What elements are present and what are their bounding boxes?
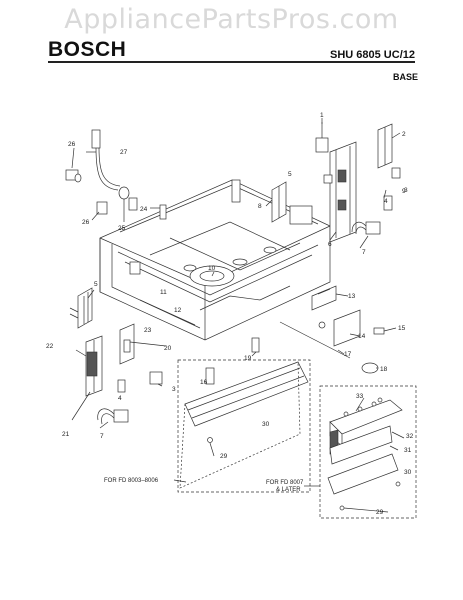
callout-15: 15: [398, 325, 406, 332]
kickplate-later: [327, 397, 403, 511]
callout-22: 22: [46, 343, 54, 350]
float-switch-left: [97, 379, 129, 425]
callout-14: 14: [358, 333, 366, 340]
callout-20: 20: [164, 345, 172, 352]
watermark: AppliancePartsPros.com: [64, 4, 399, 35]
kickplate-early: [179, 361, 309, 489]
callout-9: 9: [402, 188, 406, 195]
callout-6: 6: [328, 241, 332, 248]
left-leveling-bracket: [69, 287, 93, 329]
callout-29: 29: [376, 509, 384, 516]
callout-29: 29: [220, 453, 228, 460]
callout-10: 10: [208, 265, 216, 272]
early-kit-outline: [177, 359, 311, 493]
hinge-brackets: [315, 122, 401, 179]
leader-lines: [71, 118, 405, 513]
callout-1: 1: [320, 112, 324, 119]
brand-logo: BOSCH: [48, 38, 127, 61]
callout-2: 2: [402, 131, 406, 138]
callout-labels: 1 2 3 3 4 4 5 5 6 7 7 8 9 10 11 12 13 14…: [46, 112, 414, 516]
right-leveling-bracket: [271, 181, 287, 223]
callout-8: 8: [258, 203, 262, 210]
section-title: BASE: [393, 72, 419, 82]
side-plate: [323, 141, 357, 243]
callout-21: 21: [62, 431, 70, 438]
callout-30: 30: [404, 469, 412, 476]
callout-27: 27: [120, 149, 128, 156]
callout-5: 5: [94, 281, 98, 288]
callout-23: 23: [144, 327, 152, 334]
float-switch-right: [351, 195, 393, 235]
callout-5: 5: [288, 171, 292, 178]
callout-19: 19: [244, 355, 252, 362]
callout-18: 18: [380, 366, 388, 373]
callout-7: 7: [362, 249, 366, 256]
fill-hose: [91, 129, 130, 200]
note-fd-later-line1: FOR FD 8007: [266, 480, 304, 486]
left-bracket-assembly: [85, 323, 135, 397]
callout-30: 30: [262, 421, 270, 428]
callout-4: 4: [384, 198, 388, 205]
callout-25: 25: [118, 225, 126, 232]
rod-and-float: [279, 321, 379, 374]
callout-26: 26: [68, 141, 76, 148]
screw-early: [207, 437, 213, 443]
header-rule: [48, 61, 415, 63]
callout-11: 11: [160, 289, 167, 296]
later-kit-outline: [319, 385, 417, 519]
callout-13: 13: [348, 293, 356, 300]
callout-26: 26: [82, 219, 90, 226]
hose-clips: [65, 169, 167, 220]
callout-33: 33: [356, 393, 364, 400]
callout-24: 24: [140, 206, 148, 213]
model-number: SHU 6805 UC/12: [330, 49, 415, 61]
callout-7: 7: [100, 433, 104, 440]
note-fd-early: FOR FD 8003–8006: [104, 478, 159, 484]
note-fd-later-line2: & LATER: [276, 487, 301, 493]
callout-3: 3: [404, 187, 408, 194]
callout-17: 17: [344, 351, 352, 358]
callout-4: 4: [118, 395, 122, 402]
callout-32: 32: [406, 433, 414, 440]
small-fasteners: [149, 337, 260, 385]
callout-3: 3: [172, 386, 176, 393]
callout-16: 16: [200, 379, 208, 386]
callout-12: 12: [174, 307, 182, 314]
callout-31: 31: [404, 447, 412, 454]
